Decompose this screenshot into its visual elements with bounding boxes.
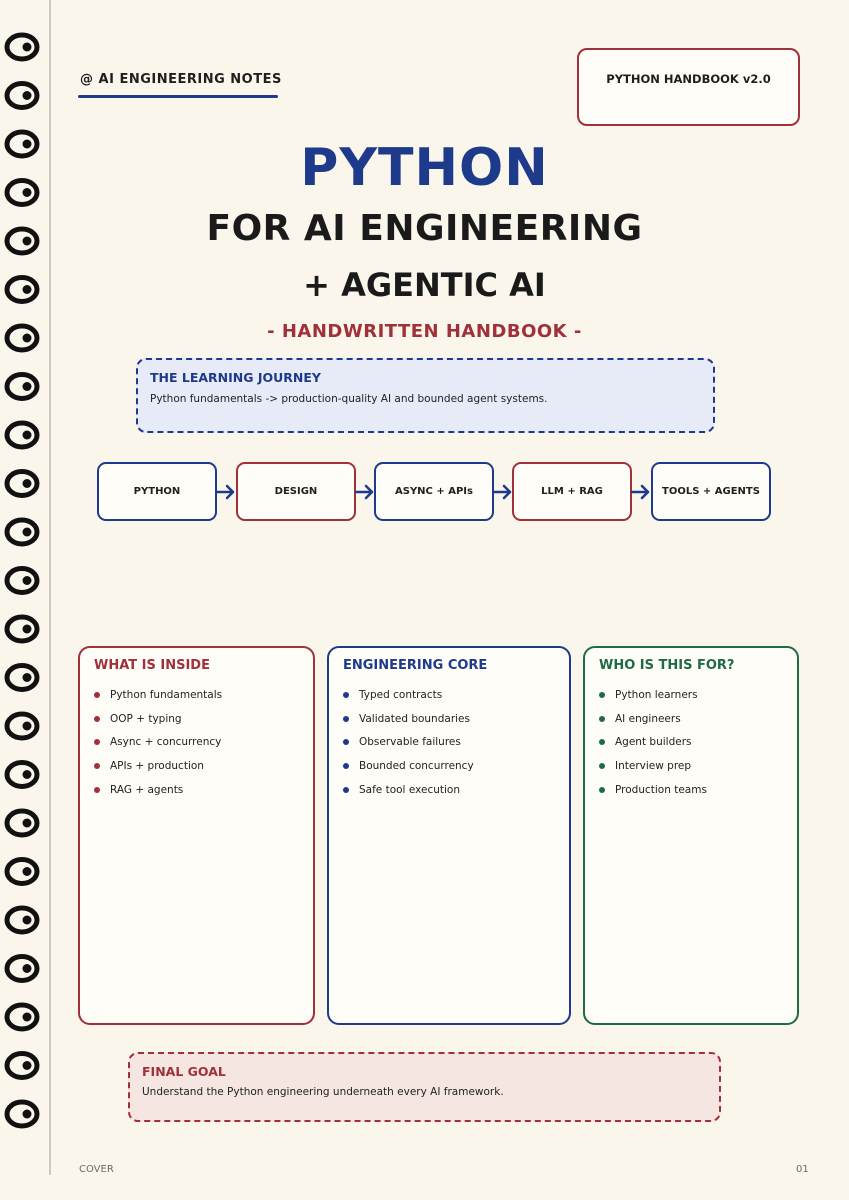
- binding-ring-icon: [4, 178, 40, 207]
- bullet-icon: [599, 715, 605, 722]
- bullet-icon: [94, 691, 100, 698]
- bullet-icon: [94, 739, 100, 746]
- brand-underline: [78, 95, 278, 98]
- list-item: Async + concurrency: [94, 730, 299, 754]
- goal-heading: FINAL GOAL: [142, 1064, 226, 1079]
- card-what-is-inside: WHAT IS INSIDE Python fundamentals OOP +…: [78, 646, 315, 1025]
- binding-ring-icon: [4, 275, 40, 304]
- step-label: ASYNC + APIs: [395, 486, 473, 497]
- binding-ring-icon: [4, 1099, 40, 1129]
- card-engineering-core: ENGINEERING CORE Typed contracts Validat…: [327, 646, 571, 1025]
- list-item: Interview prep: [599, 754, 783, 778]
- journey-heading: THE LEARNING JOURNEY: [150, 370, 321, 385]
- binding-ring-icon: [4, 469, 40, 498]
- page-subtitle-2: + AGENTIC AI: [303, 266, 546, 304]
- bullet-icon: [343, 786, 349, 793]
- bullet-icon: [94, 762, 100, 769]
- step-async-apis: ASYNC + APIs: [374, 462, 494, 521]
- arrow-right-icon: [630, 484, 650, 500]
- step-label: DESIGN: [274, 486, 318, 497]
- binding-ring-icon: [4, 663, 40, 692]
- step-label: TOOLS + AGENTS: [662, 486, 760, 497]
- bullet-icon: [343, 762, 349, 769]
- card-heading: ENGINEERING CORE: [343, 658, 488, 673]
- bullet-icon: [599, 691, 605, 698]
- binding-ring-icon: [4, 323, 40, 353]
- card-who-is-this-for: WHO IS THIS FOR? Python learners AI engi…: [583, 646, 799, 1025]
- margin-line: [49, 0, 51, 1175]
- brand-label: @ AI ENGINEERING NOTES: [80, 72, 282, 87]
- card-heading: WHAT IS INSIDE: [94, 658, 210, 673]
- binding-ring-icon: [4, 420, 40, 450]
- binding-ring-icon: [4, 32, 40, 62]
- binding-ring-icon: [4, 1002, 40, 1032]
- list-item: Typed contracts: [343, 683, 555, 707]
- binding-ring-icon: [4, 857, 40, 886]
- binding-ring-icon: [4, 226, 40, 256]
- page-number: 01: [796, 1164, 809, 1175]
- list-item: Safe tool execution: [343, 778, 555, 802]
- bullet-icon: [599, 786, 605, 793]
- list-item: Bounded concurrency: [343, 754, 555, 778]
- binding-ring-icon: [4, 954, 40, 983]
- step-python: PYTHON: [97, 462, 217, 521]
- learning-journey-box: THE LEARNING JOURNEY Python fundamentals…: [136, 358, 715, 433]
- list-item: RAG + agents: [94, 778, 299, 802]
- binding-ring-icon: [4, 372, 40, 401]
- list-item: Production teams: [599, 778, 783, 802]
- binding-ring-icon: [4, 517, 40, 547]
- binding-ring-icon: [4, 566, 40, 595]
- list-item: Observable failures: [343, 730, 555, 754]
- list-item: OOP + typing: [94, 707, 299, 731]
- bullet-icon: [343, 739, 349, 746]
- binding-ring-icon: [4, 1051, 40, 1080]
- list-item: Validated boundaries: [343, 707, 555, 731]
- binding-ring-icon: [4, 760, 40, 789]
- journey-text: Python fundamentals -> production-qualit…: [150, 393, 548, 405]
- bullet-icon: [94, 715, 100, 722]
- binding-ring-icon: [4, 81, 40, 110]
- step-design: DESIGN: [236, 462, 356, 521]
- step-llm-rag: LLM + RAG: [512, 462, 632, 521]
- spiral-binding: [4, 32, 40, 1129]
- list-item: Python learners: [599, 683, 783, 707]
- list-item: Agent builders: [599, 730, 783, 754]
- bullet-icon: [599, 762, 605, 769]
- step-label: PYTHON: [133, 486, 181, 497]
- step-label: LLM + RAG: [541, 486, 603, 497]
- final-goal-box: FINAL GOAL Understand the Python enginee…: [128, 1052, 721, 1122]
- tagline: - HANDWRITTEN HANDBOOK -: [267, 321, 582, 342]
- bullet-icon: [343, 715, 349, 722]
- list-item: Python fundamentals: [94, 683, 299, 707]
- arrow-right-icon: [354, 484, 374, 500]
- bullet-icon: [94, 786, 100, 793]
- binding-ring-icon: [4, 614, 40, 644]
- goal-text: Understand the Python engineering undern…: [142, 1086, 504, 1098]
- page-subtitle: FOR AI ENGINEERING: [206, 208, 643, 249]
- arrow-right-icon: [215, 484, 235, 500]
- step-tools-agents: TOOLS + AGENTS: [651, 462, 771, 521]
- binding-ring-icon: [4, 905, 40, 935]
- binding-ring-icon: [4, 129, 40, 159]
- page-title: PYTHON: [300, 138, 549, 198]
- binding-ring-icon: [4, 711, 40, 741]
- version-label: PYTHON HANDBOOK v2.0: [606, 72, 771, 86]
- arrow-right-icon: [492, 484, 512, 500]
- bullet-icon: [599, 739, 605, 746]
- list-item: APIs + production: [94, 754, 299, 778]
- binding-ring-icon: [4, 808, 40, 838]
- card-heading: WHO IS THIS FOR?: [599, 658, 735, 673]
- bullet-icon: [343, 691, 349, 698]
- list-item: AI engineers: [599, 707, 783, 731]
- version-badge: PYTHON HANDBOOK v2.0: [577, 48, 800, 126]
- footer-section-label: COVER: [79, 1164, 114, 1175]
